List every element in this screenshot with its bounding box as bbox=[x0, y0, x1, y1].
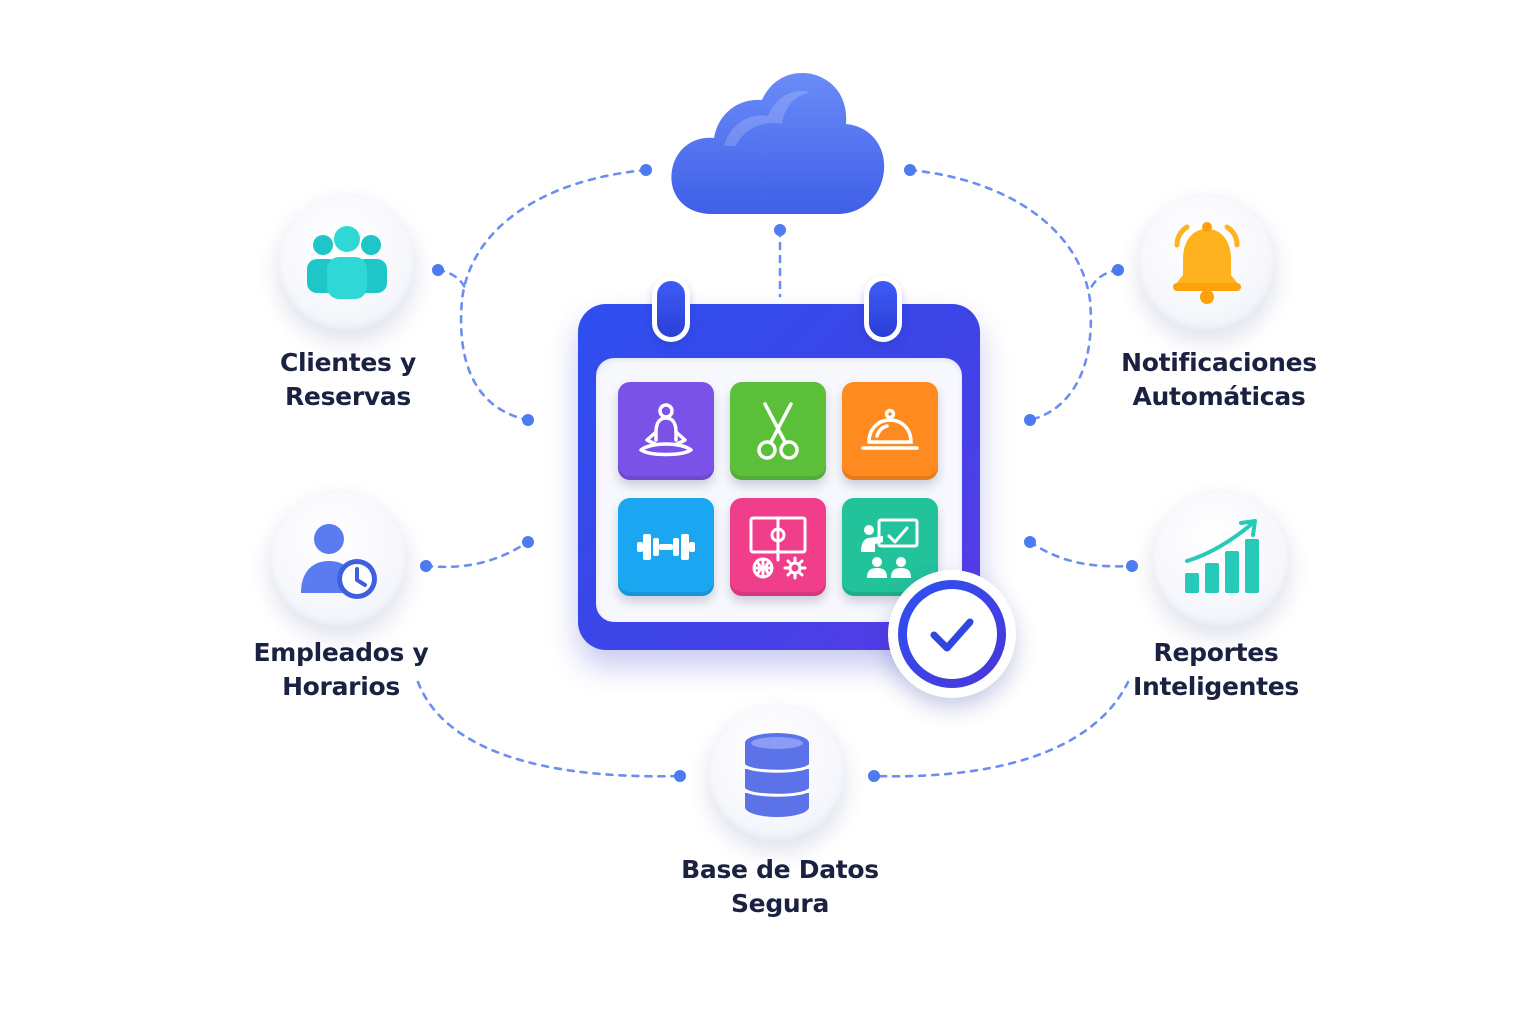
service-tile-haircut bbox=[730, 382, 826, 480]
connector-employees-database bbox=[416, 680, 682, 778]
employees-label: Empleados y Horarios bbox=[221, 636, 461, 704]
clients-label: Clientes y Reservas bbox=[228, 346, 468, 414]
connector-reports bbox=[1028, 540, 1134, 568]
reports-label-line2: Inteligentes bbox=[1133, 672, 1299, 701]
connector-cloud-right bbox=[908, 168, 1093, 422]
calendar-icon bbox=[578, 276, 980, 650]
connector-dot bbox=[522, 414, 534, 426]
database-node bbox=[708, 704, 846, 842]
service-tile-gym bbox=[618, 498, 714, 596]
connector-employees bbox=[424, 540, 530, 569]
connector-dot bbox=[420, 560, 432, 572]
connector-dot bbox=[674, 770, 686, 782]
database-label-line2: Segura bbox=[730, 889, 830, 918]
connector-dot bbox=[1126, 560, 1138, 572]
connector-dot bbox=[432, 264, 444, 276]
connector-dot bbox=[640, 164, 652, 176]
users-icon bbox=[307, 226, 387, 299]
reports-label: Reportes Inteligentes bbox=[1096, 636, 1336, 704]
bell-icon bbox=[1173, 222, 1241, 304]
confirmation-badge bbox=[888, 570, 1016, 698]
service-tile-restaurant bbox=[842, 382, 938, 480]
reports-label-line1: Reportes bbox=[1153, 638, 1279, 667]
connector-dot bbox=[1024, 536, 1036, 548]
dumbbell-icon bbox=[637, 534, 695, 560]
employees-label-line2: Horarios bbox=[282, 672, 400, 701]
service-tile-meditation bbox=[618, 382, 714, 480]
clients-node bbox=[278, 194, 416, 332]
clients-label-line1: Clientes y bbox=[279, 348, 417, 377]
connector-dot bbox=[868, 770, 880, 782]
scissors-icon bbox=[757, 402, 799, 460]
growth-chart-icon bbox=[1185, 519, 1259, 593]
connector-dot bbox=[904, 164, 916, 176]
connector-reports-database bbox=[872, 680, 1130, 778]
sports-court-icon bbox=[749, 516, 807, 580]
database-icon bbox=[744, 733, 810, 817]
connector-cloud-left bbox=[459, 168, 648, 422]
connector-dot bbox=[774, 224, 786, 236]
calendar-ring-right bbox=[864, 276, 902, 342]
calendar-ring-left bbox=[652, 276, 690, 342]
clients-label-line2: Reservas bbox=[284, 382, 412, 411]
room-service-bell-icon bbox=[861, 408, 919, 450]
reports-node bbox=[1152, 490, 1290, 628]
database-label-line1: Base de Datos bbox=[681, 855, 879, 884]
classroom-icon bbox=[861, 518, 919, 578]
connector-dot bbox=[522, 536, 534, 548]
notifications-node bbox=[1138, 194, 1276, 332]
notifications-label: Notificaciones Automáticas bbox=[1099, 346, 1339, 414]
connector-dot bbox=[1024, 414, 1036, 426]
check-icon bbox=[930, 618, 974, 652]
service-tile-sports bbox=[730, 498, 826, 596]
employees-node bbox=[270, 490, 408, 628]
calendar-sheet bbox=[596, 358, 962, 622]
meditation-icon bbox=[639, 403, 693, 457]
connector-dot bbox=[1112, 264, 1124, 276]
database-label: Base de Datos Segura bbox=[660, 853, 900, 921]
notifications-label-line2: Automáticas bbox=[1132, 382, 1306, 411]
cloud-icon bbox=[671, 73, 885, 215]
notifications-label-line1: Notificaciones bbox=[1121, 348, 1317, 377]
employees-label-line1: Empleados y bbox=[253, 638, 429, 667]
cloud-node bbox=[664, 66, 890, 220]
user-clock-icon bbox=[301, 524, 377, 599]
confirmation-badge-ring bbox=[898, 580, 1006, 688]
confirmation-badge-core bbox=[907, 589, 997, 679]
